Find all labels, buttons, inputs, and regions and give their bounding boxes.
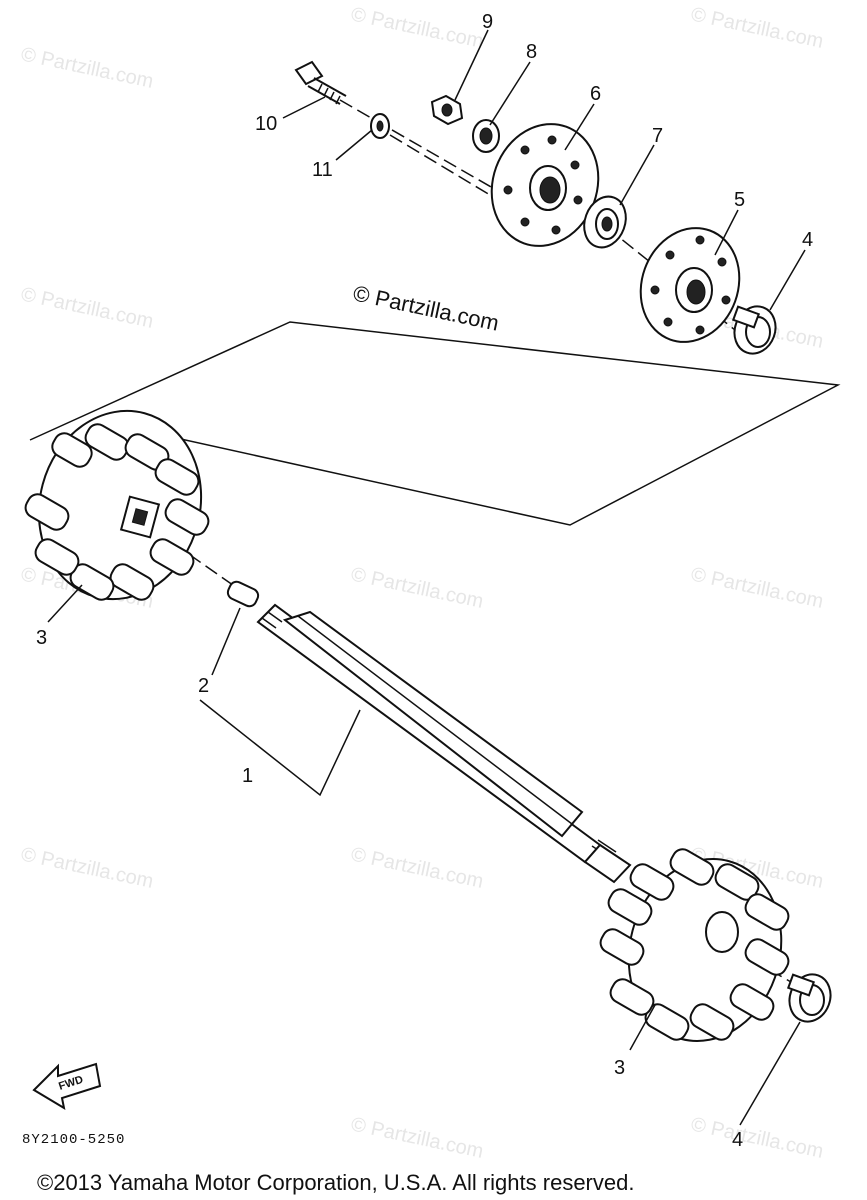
leader-lines (47, 29, 806, 1126)
fwd-arrow-icon: FWD (32, 1062, 102, 1111)
callout-7: 7 (652, 125, 663, 147)
alignment-line (339, 99, 506, 196)
shaft-part-1 (256, 603, 632, 884)
callout-5: 5 (734, 189, 745, 211)
washer-part-11 (370, 113, 390, 139)
nut-part-9 (430, 94, 464, 126)
flange-part-5 (639, 227, 741, 343)
callout-9: 9 (482, 11, 493, 33)
callout-8: 8 (526, 41, 537, 63)
clamp-part-4-lower (786, 973, 832, 1023)
flange-part-6 (490, 123, 600, 247)
key-part-2 (226, 580, 260, 608)
watermark-text: © Partzilla.com (349, 563, 485, 613)
assembly-outline (29, 321, 841, 526)
watermark-text: © Partzilla.com (19, 283, 155, 333)
watermark-text: © Partzilla.com (349, 1113, 485, 1163)
diagram-code: 8Y2100-5250 (22, 1132, 125, 1148)
callout-11: 11 (312, 159, 333, 181)
callout-1: 1 (242, 765, 253, 787)
callout-4-upper: 4 (802, 229, 813, 251)
copyright-notice: ©2013 Yamaha Motor Corporation, U.S.A. A… (37, 1170, 634, 1195)
watermark-text: © Partzilla.com (19, 843, 155, 893)
sprocket-part-3-left (24, 409, 210, 601)
watermark-text: © Partzilla.com (349, 843, 485, 893)
watermark-text: © Partzilla.com (349, 3, 485, 53)
callout-2: 2 (198, 675, 209, 697)
callout-4-lower: 4 (732, 1129, 743, 1151)
callout-6: 6 (590, 83, 601, 105)
callout-10: 10 (255, 113, 277, 135)
bearing-part-7 (583, 195, 627, 249)
watermark-text: © Partzilla.com (689, 1113, 825, 1163)
callout-3-right: 3 (614, 1057, 625, 1079)
clamp-part-4-upper (731, 305, 777, 355)
callout-3-left: 3 (36, 627, 47, 649)
watermark-text: © Partzilla.com (19, 43, 155, 93)
watermark-text: © Partzilla.com (689, 3, 825, 53)
watermark-text: © Partzilla.com (689, 563, 825, 613)
sprocket-part-3-right (599, 848, 790, 1042)
center-watermark: © Partzilla.com (351, 280, 501, 335)
seal-part-8 (472, 119, 500, 153)
bolt-part-10 (294, 60, 347, 105)
